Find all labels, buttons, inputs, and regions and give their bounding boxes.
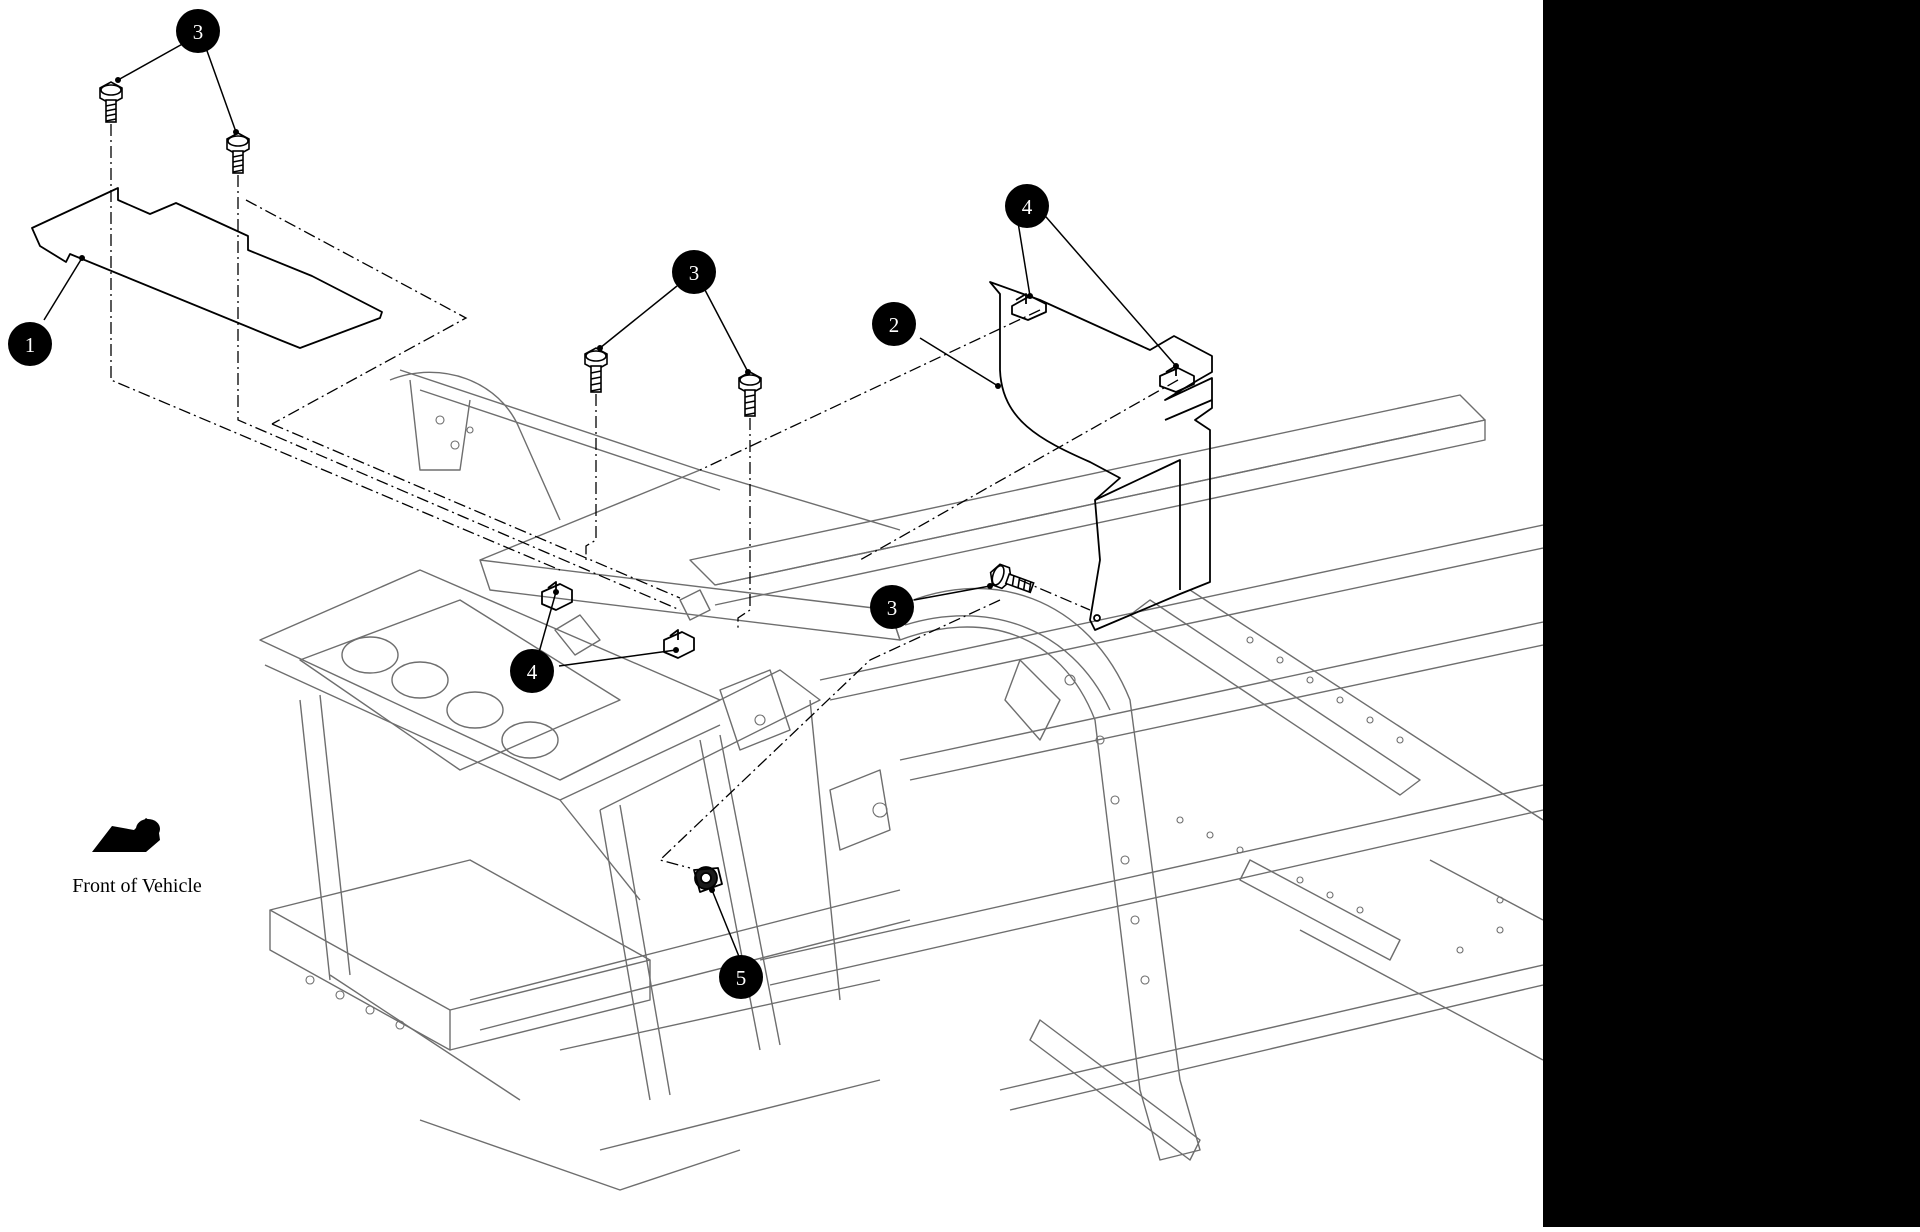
svg-text:4: 4: [1022, 195, 1033, 219]
alignment-lines: [110, 124, 1179, 869]
callout-3: 3: [176, 9, 220, 53]
front-of-vehicle-label: Front of Vehicle: [72, 875, 202, 897]
svg-text:3: 3: [193, 20, 204, 44]
cover-plate-part-1: [31, 187, 383, 349]
screw-part-3: [226, 132, 250, 174]
callout-leaders: [43, 41, 1177, 960]
side-panel: [1543, 0, 1920, 1227]
svg-text:3: 3: [887, 596, 898, 620]
front-arrow-icon: [92, 818, 160, 852]
callout-3: 3: [870, 585, 914, 629]
svg-text:2: 2: [889, 313, 900, 337]
svg-text:3: 3: [689, 261, 700, 285]
clip-nut-part-5: [693, 866, 723, 893]
callout-5: 5: [719, 955, 763, 999]
screw-part-3: [584, 347, 608, 393]
callout-1: 1: [8, 322, 52, 366]
clip-part-4: [1011, 293, 1195, 393]
callout-3: 3: [672, 250, 716, 294]
screw-part-3: [99, 81, 123, 123]
screw-part-3: [989, 563, 1035, 594]
screw-part-3: [738, 371, 762, 417]
svg-text:1: 1: [25, 333, 36, 357]
svg-text:5: 5: [736, 966, 747, 990]
vehicle-frame: [259, 369, 1544, 1191]
callout-4: 4: [510, 649, 554, 693]
callout-2: 2: [872, 302, 916, 346]
clip-part-4: [541, 581, 695, 659]
callout-4: 4: [1005, 184, 1049, 228]
side-shield-part-2: [989, 281, 1213, 631]
svg-text:4: 4: [527, 660, 538, 684]
